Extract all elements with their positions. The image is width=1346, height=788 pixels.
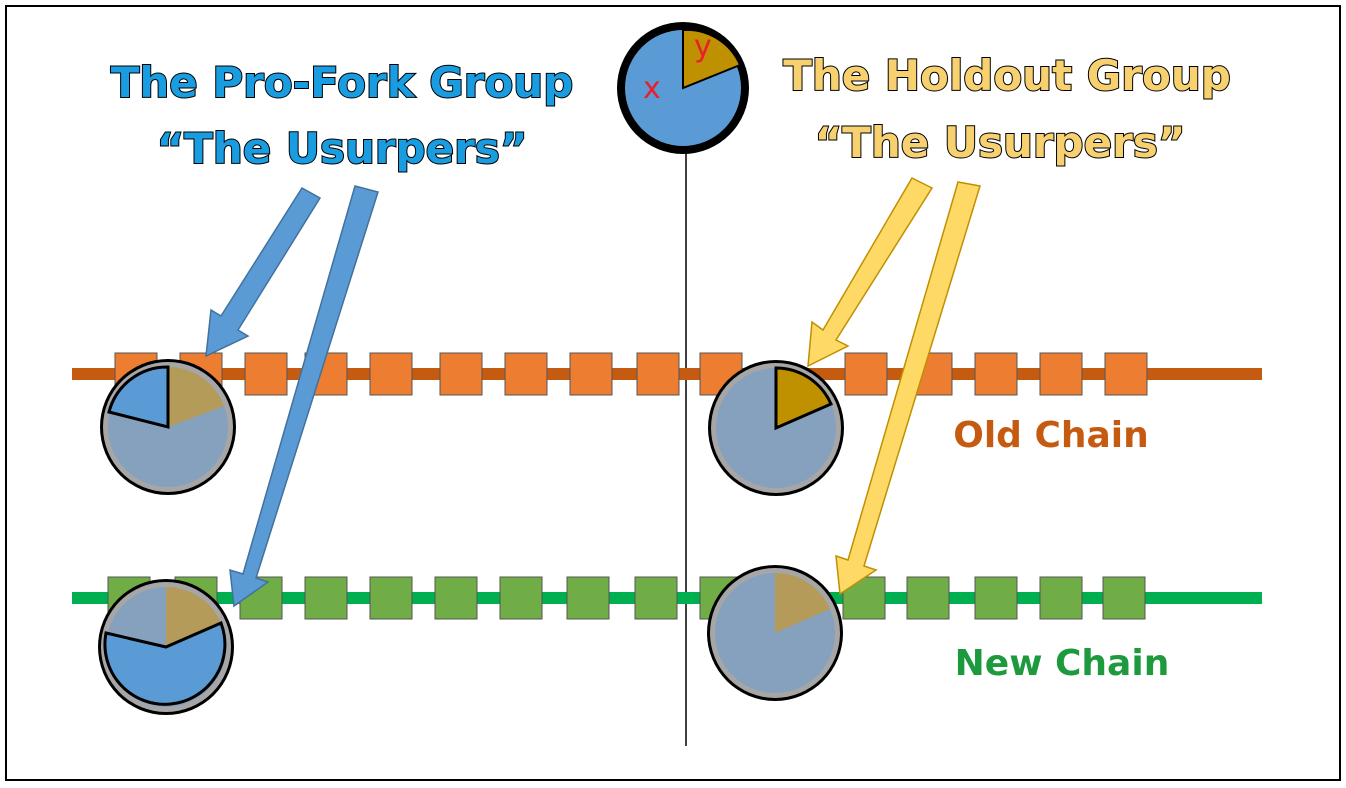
new-chain-block	[906, 576, 950, 620]
top-pie-y-slice	[682, 28, 742, 90]
yellow-arrow-old-chain	[807, 177, 934, 368]
old-chain-block	[569, 352, 613, 396]
pro-fork-old-highlight-slice	[107, 365, 170, 429]
old-chain-block	[244, 352, 288, 396]
old-chain-block	[439, 352, 483, 396]
pro-fork-new-highlight-slice	[103, 620, 227, 706]
new-chain-block	[974, 576, 1018, 620]
old-chain-block	[636, 352, 680, 396]
diagram-frame	[5, 5, 1341, 781]
old-chain-block	[974, 352, 1018, 396]
pro-fork-subtitle: “The Usurpers”	[157, 124, 528, 173]
new-chain-block	[304, 576, 348, 620]
pro-fork-title: The Pro-Fork Group	[111, 58, 574, 107]
old-chain-block	[504, 352, 548, 396]
old-chain	[72, 352, 1262, 396]
top-pie-x-label: x	[643, 71, 661, 106]
holdout-title: The Holdout Group	[783, 51, 1231, 100]
yellow-arrow-new-chain	[835, 181, 981, 596]
pro-fork-old-chain-pie	[100, 359, 236, 495]
top-pie-y-label: y	[694, 29, 712, 64]
holdout-old-highlight-slice	[774, 366, 833, 431]
old-chain-block	[844, 352, 888, 396]
new-chain-block	[434, 576, 478, 620]
new-chain-block	[634, 576, 678, 620]
pro-fork-arrows	[205, 185, 379, 608]
holdout-arrows	[807, 177, 981, 596]
new-chain-block	[499, 576, 543, 620]
old-chain-label: Old Chain	[953, 415, 1149, 456]
old-chain-block	[1039, 352, 1083, 396]
holdout-old-chain-pie	[708, 360, 844, 496]
blue-arrow-old-chain	[205, 187, 322, 358]
old-chain-block	[1104, 352, 1148, 396]
blue-arrow-new-chain	[229, 185, 379, 608]
new-chain-label: New Chain	[955, 643, 1170, 684]
top-pie-chart: x y	[617, 22, 749, 154]
holdout-new-chain-pie	[707, 565, 843, 701]
new-chain-block	[1039, 576, 1083, 620]
new-chain-block	[369, 576, 413, 620]
old-chain-block	[369, 352, 413, 396]
new-chain-block	[566, 576, 610, 620]
new-chain-block	[1102, 576, 1146, 620]
holdout-subtitle: “The Usurpers”	[815, 118, 1186, 167]
pro-fork-new-chain-pie	[98, 579, 234, 715]
